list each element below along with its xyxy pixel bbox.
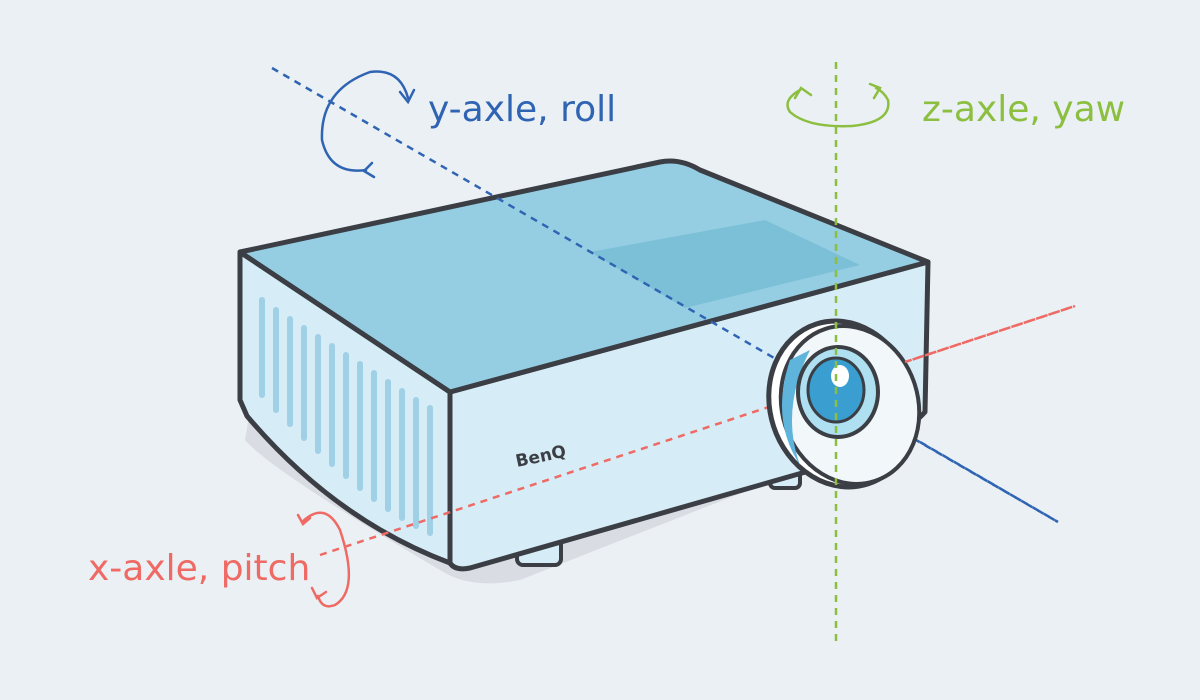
pitch-label: x-axle, pitch xyxy=(88,548,310,589)
top-panel xyxy=(590,220,860,308)
roll-rotation-arrow-icon xyxy=(320,70,416,179)
projector-lens xyxy=(766,318,922,490)
y-axis-line xyxy=(271,66,1059,524)
pitch-rotation-arrow-icon xyxy=(296,511,351,608)
projector-top-face xyxy=(237,158,931,395)
roll-label: y-axle, roll xyxy=(428,89,616,130)
y-axis-line-front xyxy=(919,440,1059,524)
yaw-rotation-arrow-icon xyxy=(786,82,890,128)
vent-grille xyxy=(259,297,433,536)
x-axis-line-front xyxy=(904,304,1076,364)
yaw-label: z-axle, yaw xyxy=(922,89,1125,130)
x-axis-line xyxy=(319,304,1076,557)
